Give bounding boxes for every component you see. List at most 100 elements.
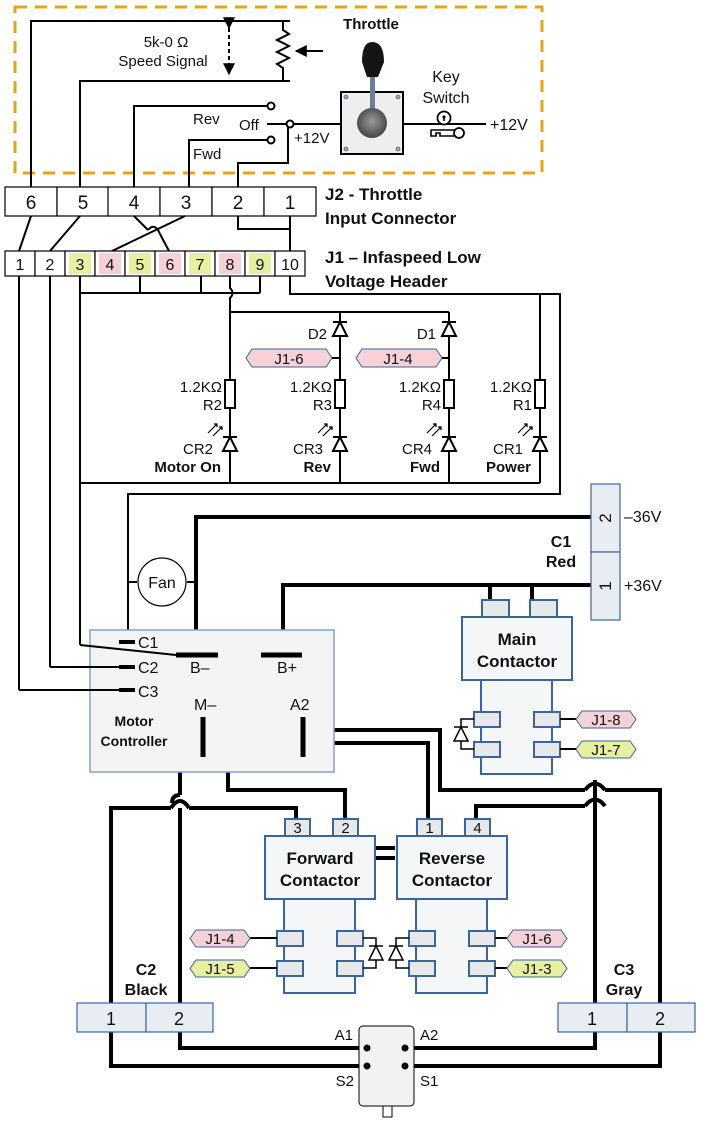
j2-pin-label: 2 xyxy=(233,193,244,214)
diode-icon xyxy=(331,319,349,337)
resistor-value: 1.2KΩ xyxy=(490,379,532,396)
mc-title-1: Motor xyxy=(115,713,154,729)
c1-negative-voltage: –36V xyxy=(624,509,662,526)
resistor-value: 1.2KΩ xyxy=(399,379,441,396)
forward_contactor-body xyxy=(264,835,376,900)
fan-icon xyxy=(137,557,187,607)
throttle-title: Throttle xyxy=(343,16,399,33)
c1-title-2: Red xyxy=(546,554,576,571)
j1-pin-label: 6 xyxy=(166,257,175,274)
c2-title-1: C2 xyxy=(136,962,157,979)
c1-positive-voltage: +36V xyxy=(624,578,662,595)
tag-label: J1-3 xyxy=(522,961,551,978)
flyback-diode-icon xyxy=(387,944,405,961)
mc-terminal-a2: A2 xyxy=(290,697,310,714)
led-light-icon xyxy=(317,423,333,437)
c3-pin-2: 2 xyxy=(655,1009,665,1029)
mc-terminal-c2: C2 xyxy=(138,660,159,677)
coil-terminal xyxy=(468,960,496,977)
led-light-icon xyxy=(207,423,223,437)
j2-title-2: Input Connector xyxy=(325,209,457,228)
j1-pin-cell xyxy=(274,250,306,277)
led-label: CR4 xyxy=(402,441,432,458)
j1-pin-highlight xyxy=(99,253,121,274)
c1-pin-1: 1 xyxy=(596,581,615,590)
switch-label-rev: Rev xyxy=(193,111,220,128)
switch-terminal-fwd xyxy=(266,135,276,145)
switch-terminal-common xyxy=(285,119,295,129)
j1-pin-label: 10 xyxy=(281,257,299,274)
tag-label: J1-8 xyxy=(591,712,620,729)
resistor-value: 1.2KΩ xyxy=(180,379,222,396)
j1-pin-label: 9 xyxy=(256,257,265,274)
indicator-name: Power xyxy=(486,459,531,476)
coil-terminal xyxy=(533,711,561,728)
resistor-label: R1 xyxy=(513,397,532,414)
j1-tag: J1-7 xyxy=(575,740,637,759)
switch-supply-label: +12V xyxy=(294,130,329,147)
power-terminal xyxy=(529,599,558,618)
mc-terminal-c3: C3 xyxy=(138,684,159,701)
motor-controller xyxy=(19,629,335,773)
j2-pin-label: 1 xyxy=(285,193,296,214)
diode-d1-label: D1 xyxy=(417,326,436,343)
coil-terminal xyxy=(336,960,364,977)
indicator-name: Motor On xyxy=(154,459,221,476)
motor-terminal-a2: A2 xyxy=(420,1027,438,1044)
svg-text:J1-6: J1-6 xyxy=(274,351,303,368)
coil-terminal xyxy=(276,930,304,947)
tag-label: J1-6 xyxy=(522,931,551,948)
j2-title-1: J2 - Throttle xyxy=(325,185,422,204)
switch-terminal-rev xyxy=(266,101,276,111)
flyback-diode-icon xyxy=(367,944,385,961)
pot-label-desc: Speed Signal xyxy=(118,53,207,70)
led-light-icon xyxy=(517,423,533,437)
throttle-joystick-icon xyxy=(340,42,404,155)
power-terminal-label: 3 xyxy=(293,820,301,837)
j1-title-2: Voltage Header xyxy=(325,272,448,291)
coil-terminal xyxy=(533,741,561,758)
mc-terminal-mminus: M– xyxy=(194,697,216,714)
c2-title-2: Black xyxy=(125,982,168,999)
j2-pin-label: 3 xyxy=(181,193,192,214)
c1-connector: 2 1 xyxy=(590,483,621,621)
motor-icon xyxy=(358,1025,415,1118)
diode-icon xyxy=(531,434,549,452)
coil-terminal xyxy=(468,930,496,947)
fan-label: Fan xyxy=(148,575,176,592)
key-icon xyxy=(430,110,465,139)
tag-label: J1-7 xyxy=(591,742,620,759)
power-terminal xyxy=(284,818,311,837)
diode-d2-label: D2 xyxy=(308,326,327,343)
diode-icon xyxy=(440,434,458,452)
power-terminal-label: 1 xyxy=(425,820,433,837)
c2-connector: 1 2 xyxy=(76,1002,214,1033)
reverse_contactor-body xyxy=(396,835,508,900)
resistor-label: R3 xyxy=(313,397,332,414)
j1-wiring xyxy=(18,276,561,690)
tag-d1: J1-4 xyxy=(355,348,449,368)
j2-pin-cell xyxy=(56,186,110,217)
main_contactor-body xyxy=(461,616,573,681)
j2-pin-label: 5 xyxy=(78,193,89,214)
j1-pin-label: 1 xyxy=(16,257,25,274)
j1-pin-label: 2 xyxy=(46,257,55,274)
diode-icon xyxy=(221,434,239,452)
c3-title-2: Gray xyxy=(606,982,643,999)
key-switch-label-2: Switch xyxy=(422,90,469,107)
j2-j1-cross-wiring xyxy=(18,215,291,252)
j1-pin-highlight xyxy=(219,253,241,274)
potentiometer-icon xyxy=(274,21,292,81)
resistor-value: 1.2KΩ xyxy=(290,379,332,396)
resistor-icon xyxy=(443,379,455,409)
c2-pin-1: 1 xyxy=(106,1009,116,1029)
svg-text:J1-4: J1-4 xyxy=(383,351,412,368)
c3-title-1: C3 xyxy=(614,962,635,979)
c1-title-1: C1 xyxy=(551,534,572,551)
tag-d2: J1-6 xyxy=(245,348,340,368)
power-terminal xyxy=(416,818,443,837)
j1-pin-highlight xyxy=(69,253,91,274)
